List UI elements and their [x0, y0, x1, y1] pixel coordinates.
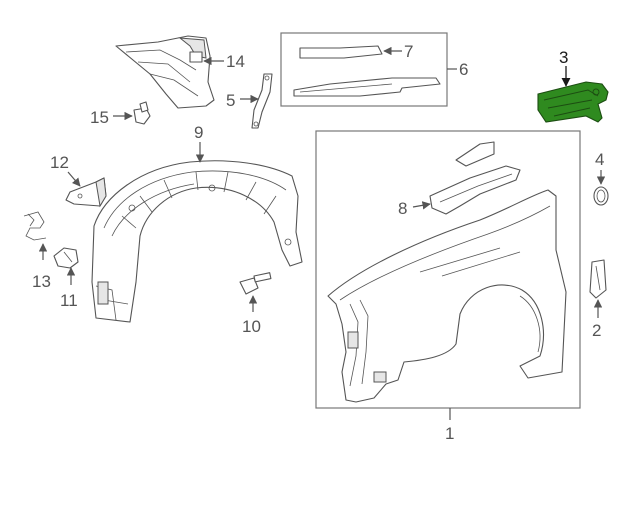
callout-12: 12 — [50, 153, 81, 187]
callout-9: 9 — [194, 123, 205, 163]
callout-14: 14 — [203, 52, 245, 71]
part-14-liner-extension — [115, 35, 215, 109]
callout-6: 6 — [447, 60, 468, 79]
callout-10: 10 — [242, 295, 261, 336]
part-4-plug — [593, 186, 609, 206]
callout-9-label: 9 — [194, 123, 203, 142]
callout-1-label: 1 — [445, 424, 454, 443]
callout-5-label: 5 — [226, 91, 235, 110]
callout-14-label: 14 — [226, 52, 245, 71]
callout-12-label: 12 — [50, 153, 69, 172]
callout-2-label: 2 — [592, 321, 601, 340]
callout-3: 3 — [559, 48, 571, 87]
callout-7-label: 7 — [404, 42, 413, 61]
callout-5: 5 — [226, 91, 259, 110]
part-1-fender — [327, 189, 567, 403]
part-8-fender-support — [429, 141, 521, 215]
callout-8: 8 — [398, 199, 431, 218]
part-13-wire-clip — [23, 211, 47, 241]
callout-11-label: 11 — [60, 291, 78, 310]
part-10-bolt — [239, 272, 272, 295]
part-9-wheelhouse-liner — [91, 160, 303, 323]
part-3-fender-bracket-highlighted — [537, 81, 609, 123]
part-11-clip — [53, 247, 79, 269]
part-5-bracket — [251, 73, 273, 129]
callout-3-label: 3 — [559, 48, 568, 67]
part-12-bracket — [65, 177, 107, 208]
part-2-trim-panel — [589, 259, 607, 299]
callout-4: 4 — [595, 150, 606, 185]
callout-7: 7 — [383, 42, 413, 61]
callout-13-label: 13 — [32, 272, 51, 291]
callout-10-label: 10 — [242, 317, 261, 336]
callout-1: 1 — [445, 408, 454, 443]
callout-11: 11 — [60, 267, 78, 310]
callout-8-label: 8 — [398, 199, 407, 218]
callout-4-label: 4 — [595, 150, 604, 169]
callout-15: 15 — [90, 108, 133, 127]
callout-13: 13 — [32, 243, 51, 291]
part-6-lower-bar — [293, 77, 441, 97]
fender-group-box — [315, 130, 581, 409]
callout-2: 2 — [592, 299, 603, 340]
part-15-push-pin — [133, 101, 151, 125]
callout-15-label: 15 — [90, 108, 109, 127]
part-7-upper-bar — [299, 45, 383, 59]
callout-6-label: 6 — [459, 60, 468, 79]
